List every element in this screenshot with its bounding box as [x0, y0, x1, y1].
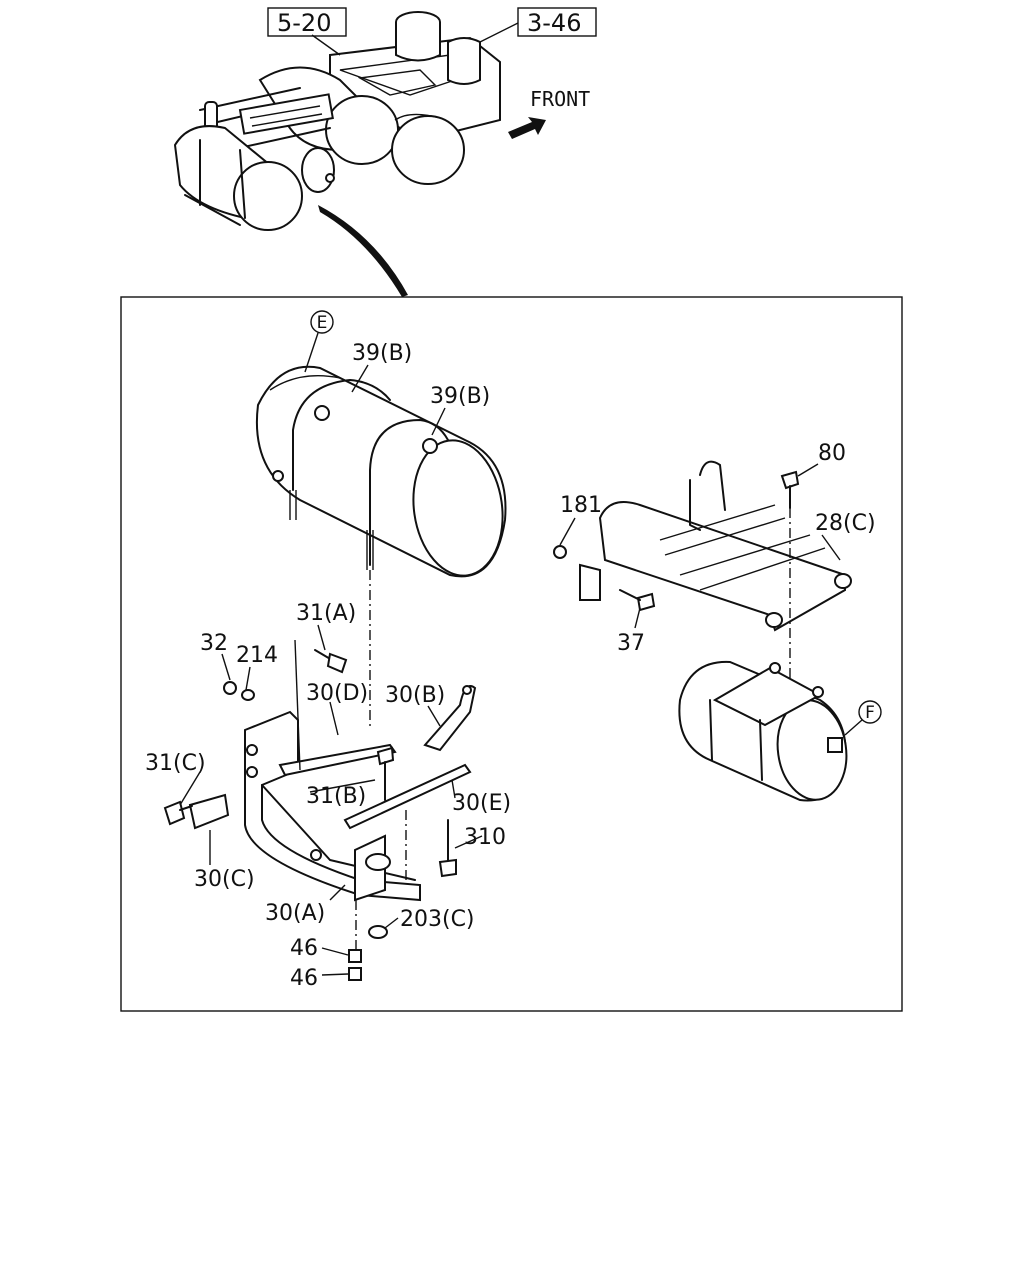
- bolt-31a: [314, 649, 348, 674]
- label-28c: 28(C): [815, 511, 876, 536]
- ref-box-5-20[interactable]: [267, 7, 347, 37]
- ref-box-3-46[interactable]: [517, 7, 597, 37]
- front-label: FRONT: [530, 87, 590, 111]
- label-31b: 31(B): [306, 784, 366, 809]
- label-30a: 30(A): [265, 901, 325, 926]
- label-203c: 203(C): [400, 907, 475, 932]
- carrier-rail-28c: [553, 460, 852, 632]
- bolt-31b: [376, 746, 395, 801]
- nut-46-upper: [348, 949, 362, 963]
- marker-e: [310, 310, 334, 334]
- washer-214: [241, 689, 255, 701]
- ref-label-3-46[interactable]: 3-46: [527, 9, 581, 37]
- bolt-310: [438, 819, 457, 878]
- label-80: 80: [818, 441, 846, 466]
- label-31c: 31(C): [145, 751, 206, 776]
- front-arrow-icon: [508, 117, 546, 139]
- label-39b-lower: 39(B): [430, 384, 490, 409]
- bolt-37: [619, 589, 656, 612]
- detail-frame: [120, 296, 903, 1012]
- nut-32: [223, 681, 237, 695]
- bolt-31c: [163, 800, 193, 826]
- label-39b-upper: 39(B): [352, 341, 412, 366]
- label-46-lower: 46: [290, 966, 318, 991]
- bolt-80: [780, 470, 800, 509]
- marker-e-label: E: [317, 313, 328, 333]
- label-30d: 30(D): [306, 681, 368, 706]
- air-tank-e: [256, 365, 507, 578]
- label-31a: 31(A): [296, 601, 356, 626]
- label-214: 214: [236, 643, 278, 668]
- air-tank-f: [678, 660, 848, 802]
- label-181: 181: [560, 493, 602, 518]
- label-310: 310: [464, 825, 506, 850]
- ref-label-5-20[interactable]: 5-20: [277, 9, 331, 37]
- label-46-upper: 46: [290, 936, 318, 961]
- label-30c: 30(C): [194, 867, 255, 892]
- label-37: 37: [617, 631, 645, 656]
- nut-46-lower: [348, 967, 362, 981]
- label-30b: 30(B): [385, 683, 445, 708]
- washer-203c: [368, 925, 388, 939]
- marker-f-label: F: [865, 703, 875, 723]
- bracket-assembly: [188, 685, 477, 902]
- label-32: 32: [200, 631, 228, 656]
- marker-f: [858, 700, 882, 724]
- label-30e: 30(E): [452, 791, 511, 816]
- overview-assembly: [173, 11, 519, 297]
